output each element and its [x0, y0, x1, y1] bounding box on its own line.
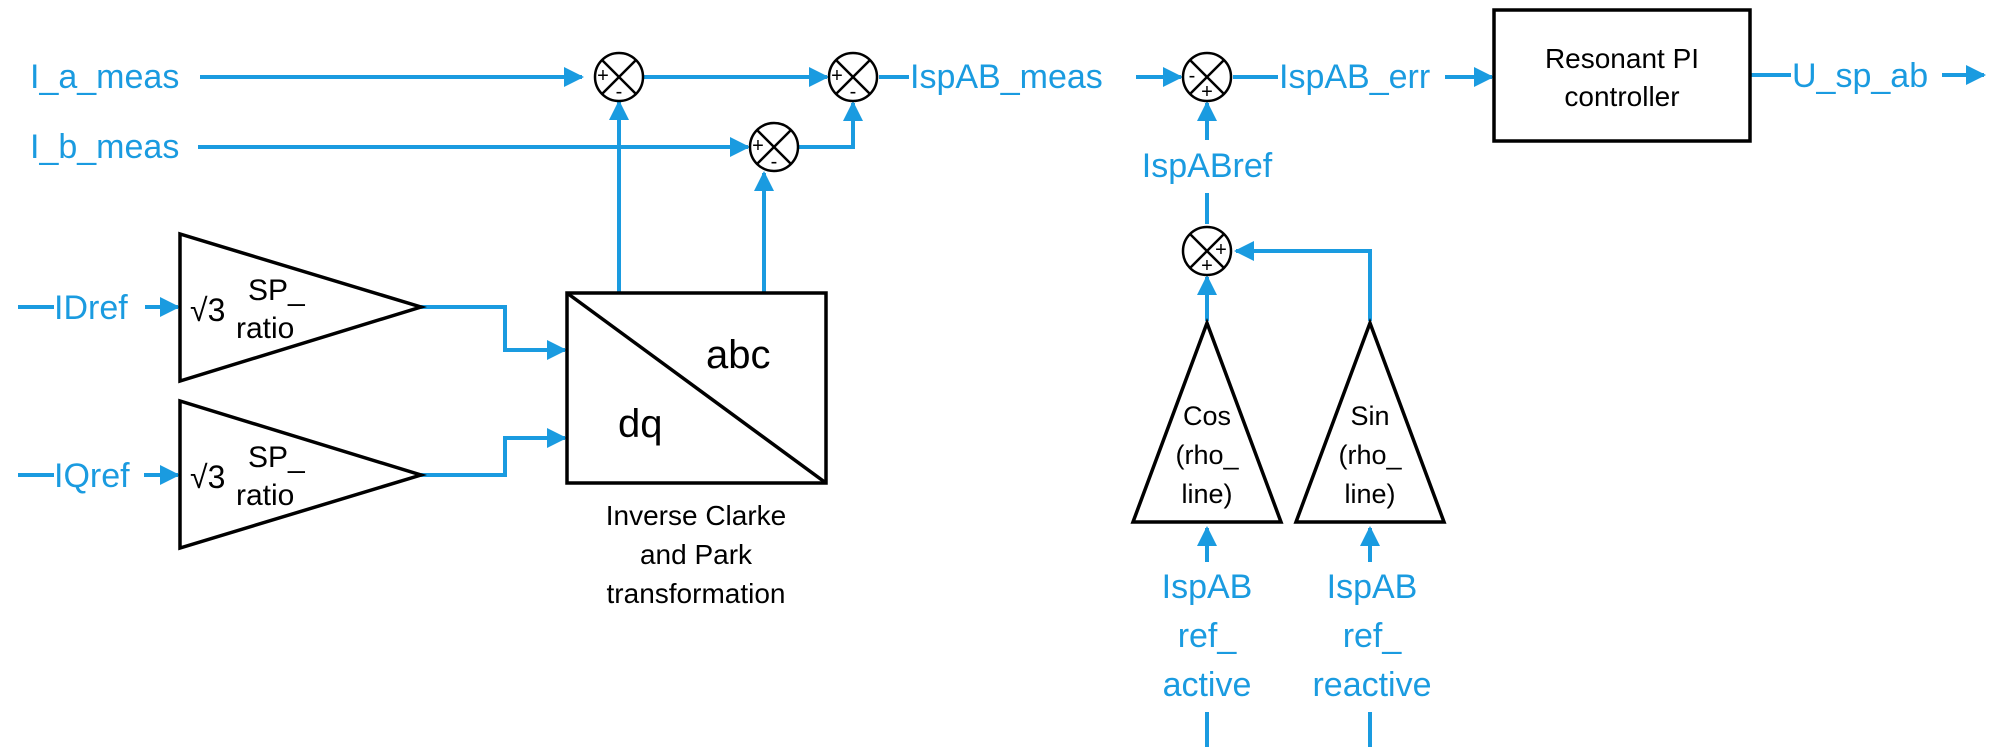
- cos-label-line-3: line): [1181, 479, 1232, 509]
- gain-block-d: √3 SP_ ratio: [178, 231, 427, 384]
- sum5-sign-bottom: +: [1201, 255, 1213, 277]
- signal-wires: [18, 65, 1986, 747]
- cos-block: Cos (rho_ line): [1130, 317, 1284, 524]
- sin-label-line-3: line): [1344, 479, 1395, 509]
- label-ispab-err: IspAB_err: [1279, 58, 1430, 96]
- sum5-sign-right: +: [1215, 239, 1227, 261]
- label-ispabref: IspABref: [1142, 147, 1273, 185]
- summing-junction-3: + -: [748, 121, 800, 173]
- transform-caption-line-1: Inverse Clarke: [606, 500, 787, 531]
- sum3-sign-in: +: [752, 135, 764, 157]
- label-iqref: IQref: [54, 457, 130, 495]
- controller-label-line-1: Resonant PI: [1545, 43, 1699, 74]
- label-idref: IDref: [54, 289, 128, 327]
- summing-junction-2: + -: [827, 51, 879, 103]
- label-i-a-meas: I_a_meas: [30, 58, 179, 96]
- sum4-sign-bottom: +: [1201, 81, 1213, 103]
- cos-label-line-1: Cos: [1183, 401, 1231, 431]
- sin-block: Sin (rho_ line): [1293, 317, 1447, 524]
- wire-sin-to-sum5: [1234, 241, 1372, 321]
- inverse-clarke-park-block: abc dq Inverse Clarke and Park transform…: [565, 291, 828, 609]
- gain-d-radical: √3: [190, 292, 225, 328]
- label-i-b-meas: I_b_meas: [30, 128, 179, 166]
- sum1-sign-bottom: -: [616, 81, 623, 103]
- signal-labels: I_a_meas I_b_meas IDref IQref IspAB_meas…: [30, 57, 1928, 704]
- sum3-sign-bottom: -: [771, 151, 778, 173]
- transform-dq-label: dq: [618, 402, 663, 446]
- transform-abc-label: abc: [706, 333, 771, 377]
- gain-block-q: √3 SP_ ratio: [178, 398, 427, 551]
- label-u-sp-ab: U_sp_ab: [1792, 57, 1928, 95]
- gain-q-sub: ratio: [236, 479, 294, 512]
- cos-label-line-2: (rho_: [1175, 440, 1239, 470]
- label-ref-active-line-2: ref_: [1178, 617, 1238, 655]
- label-ref-active-line-3: active: [1163, 666, 1252, 704]
- label-ref-reactive-line-2: ref_: [1343, 617, 1403, 655]
- resonant-pi-controller: Resonant PI controller: [1492, 8, 1752, 143]
- sin-label-line-1: Sin: [1350, 401, 1389, 431]
- summing-junction-1: + -: [593, 51, 645, 103]
- label-ref-active-line-1: IspAB: [1162, 568, 1253, 606]
- gain-d-sub: ratio: [236, 312, 294, 345]
- sum4-sign-in: -: [1189, 65, 1196, 87]
- sum2-sign-bottom: -: [850, 81, 857, 103]
- sum1-sign-in: +: [597, 65, 609, 87]
- summing-junction-5: + +: [1181, 225, 1233, 277]
- sum2-sign-in: +: [831, 65, 843, 87]
- wire-sum3-to-sum2: [779, 101, 863, 149]
- gain-d-sup: SP_: [248, 274, 306, 307]
- label-ispab-meas: IspAB_meas: [910, 58, 1103, 96]
- transform-caption-line-2: and Park: [640, 539, 753, 570]
- sin-label-line-2: (rho_: [1338, 440, 1402, 470]
- wire-gain2-to-transform: [421, 428, 567, 477]
- gain-q-radical: √3: [190, 459, 225, 495]
- label-ref-reactive-line-3: reactive: [1312, 666, 1431, 704]
- label-ref-reactive-line-1: IspAB: [1327, 568, 1418, 606]
- summing-junction-4: - +: [1181, 51, 1233, 103]
- wire-gain1-to-transform: [421, 305, 567, 360]
- gain-q-sup: SP_: [248, 441, 306, 474]
- controller-label-line-2: controller: [1564, 81, 1679, 112]
- transform-caption-line-3: transformation: [607, 578, 786, 609]
